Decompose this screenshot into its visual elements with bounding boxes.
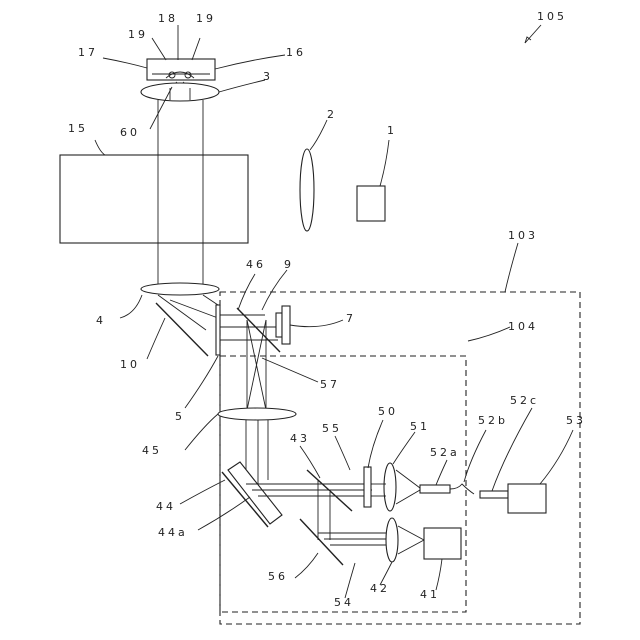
label-45: 45 <box>142 444 162 457</box>
label-3: 3 <box>263 70 273 83</box>
label-41: 41 <box>420 588 440 601</box>
label-4: 4 <box>96 314 106 327</box>
stage-16 <box>147 59 215 80</box>
lens-42 <box>386 518 398 562</box>
lens-45 <box>218 408 296 420</box>
label-52b: 52b <box>478 414 508 427</box>
label-44: 44 <box>156 500 176 513</box>
label-18: 18 <box>158 12 178 25</box>
label-2: 2 <box>327 108 337 121</box>
label-46: 46 <box>246 258 266 271</box>
label-10: 10 <box>120 358 140 371</box>
detector-41 <box>424 528 461 559</box>
label-15: 15 <box>68 122 88 135</box>
label-7: 7 <box>346 312 356 325</box>
label-19-right: 19 <box>196 12 216 25</box>
label-51: 51 <box>410 420 430 433</box>
label-53: 53 <box>566 414 586 427</box>
mirror-44a <box>228 462 282 524</box>
label-104: 104 <box>508 320 538 333</box>
light-source-1 <box>357 186 385 221</box>
label-9: 9 <box>284 258 294 271</box>
label-103: 103 <box>508 229 538 242</box>
mirror-43 <box>307 470 352 511</box>
label-105: 105 <box>537 10 567 23</box>
label-60: 60 <box>120 126 140 139</box>
mirror-56 <box>300 519 343 565</box>
lens-51 <box>384 463 396 511</box>
lens-2 <box>300 149 314 231</box>
element-7-b <box>282 306 290 344</box>
label-42: 42 <box>370 582 390 595</box>
label-16: 16 <box>286 46 306 59</box>
label-44a: 44a <box>158 526 188 539</box>
lens-3 <box>141 83 219 101</box>
lens-4 <box>141 283 219 295</box>
connector-52c <box>480 491 508 498</box>
label-17: 17 <box>78 46 98 59</box>
label-52a: 52a <box>430 446 460 459</box>
label-55: 55 <box>322 422 342 435</box>
label-43: 43 <box>290 432 310 445</box>
label-57: 57 <box>320 378 340 391</box>
label-1: 1 <box>387 124 397 137</box>
plate-5 <box>216 305 220 355</box>
detector-53 <box>508 484 546 513</box>
fiber-cable-52b <box>450 484 474 494</box>
label-52c: 52c <box>510 394 539 407</box>
label-50: 50 <box>378 405 398 418</box>
label-54: 54 <box>334 596 354 609</box>
label-19-left: 19 <box>128 28 148 41</box>
element-50 <box>364 467 371 507</box>
unit-15 <box>60 155 248 243</box>
fiber-52a <box>420 485 450 493</box>
label-5: 5 <box>175 410 185 423</box>
label-56: 56 <box>268 570 288 583</box>
element-7-a <box>276 313 282 337</box>
